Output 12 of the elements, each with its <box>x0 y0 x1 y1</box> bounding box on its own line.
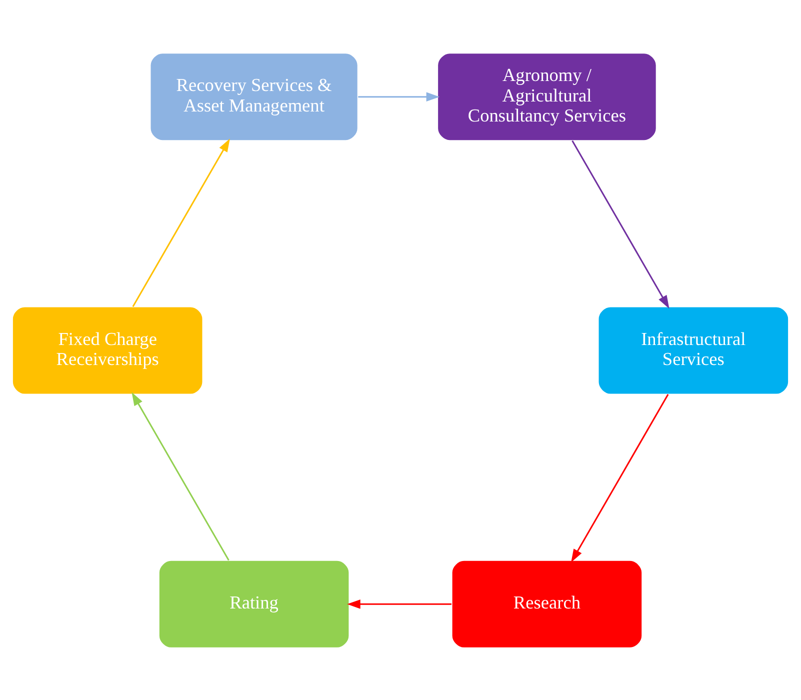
arrow <box>572 140 670 308</box>
arrow <box>571 394 669 562</box>
node-box: Research <box>451 559 643 648</box>
node-box: Infrastructural Services <box>598 306 790 394</box>
arrow <box>358 92 440 101</box>
node-box: Rating <box>158 559 350 648</box>
arrow <box>132 392 230 560</box>
node-box: Fixed Charge Receiverships <box>12 306 204 394</box>
node-box: Agronomy / Agricultural Consultancy Services <box>437 52 657 141</box>
node-box: Recovery Services & Asset Management <box>150 52 358 141</box>
arrow <box>347 599 452 608</box>
arrow <box>132 138 230 306</box>
